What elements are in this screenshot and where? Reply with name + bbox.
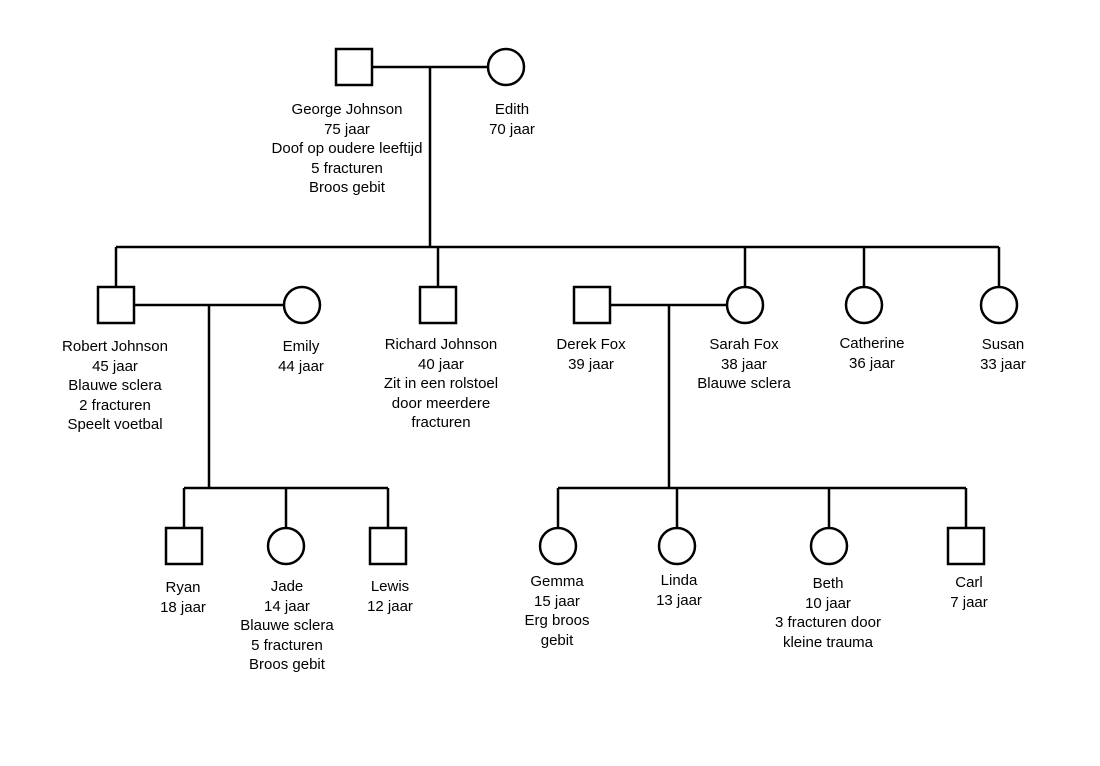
person-name: Derek Fox [556,336,626,353]
person-detail: 10 jaar [805,594,851,612]
person-detail: Zit in een rolstoel [383,375,499,392]
person-detail: Erg broos [524,612,590,629]
female-circle-susan [979,285,1019,325]
person-detail: Blauwe sclera [240,617,334,634]
person-detail: 12 jaar [367,597,413,615]
person-detail: 33 jaar [980,355,1026,373]
person-label-derek: Derek Fox 39 jaar [556,335,625,374]
person-name: Edith [494,101,530,118]
person-detail: Blauwe sclera [68,377,162,394]
person-detail: 18 jaar [160,598,206,616]
person-detail: 3 fracturen door [775,614,881,631]
person-detail: Blauwe sclera [697,375,791,392]
person-label-ryan: Ryan 18 jaar [160,578,206,617]
person-name: Richard Johnson [384,336,498,353]
person-name: Beth [812,575,844,592]
person-detail: 5 fracturen [311,159,383,177]
person-detail: 13 jaar [656,591,702,609]
relationship-lines [114,65,1001,528]
person-name: Gemma [530,573,584,590]
male-square-lewis [368,526,408,566]
person-detail: 44 jaar [278,357,324,375]
person-detail: 14 jaar [264,597,310,615]
person-name: George Johnson [291,101,403,118]
person-detail: 45 jaar [92,357,138,375]
person-name: Robert Johnson [62,338,168,355]
female-circle-gemma [538,526,578,566]
female-circle-edith [486,47,526,87]
person-detail: 5 fracturen [251,636,323,654]
male-square-richard [418,285,458,325]
person-label-catherine: Catherine 36 jaar [839,334,904,373]
female-circle-catherine [844,285,884,325]
person-name: Lewis [370,578,410,595]
person-label-carl: Carl 7 jaar [950,573,988,612]
person-detail: fracturen [411,414,471,431]
male-square-george [334,47,374,87]
person-label-linda: Linda 13 jaar [656,571,702,610]
female-circle-emily [282,285,322,325]
person-detail: 38 jaar [721,355,767,373]
female-circle-beth [809,526,849,566]
person-detail: 39 jaar [568,355,614,373]
person-symbols [96,47,1019,566]
person-label-beth: Beth 10 jaar 3 fracturen door kleine trauma [775,574,881,652]
person-name: Susan [981,336,1025,353]
male-square-carl [946,526,986,566]
person-label-emily: Emily 44 jaar [278,337,324,376]
person-detail: 40 jaar [418,355,464,373]
male-square-ryan [164,526,204,566]
person-detail: Doof op oudere leeftijd [271,140,423,157]
person-label-edith: Edith 70 jaar [489,100,535,139]
person-detail: Speelt voetbal [67,416,163,433]
person-label-susan: Susan 33 jaar [980,335,1026,374]
person-name: Carl [955,574,983,591]
person-name: Linda [660,572,698,589]
male-square-robert [96,285,136,325]
person-label-lewis: Lewis 12 jaar [367,577,413,616]
person-name: Jade [270,578,304,595]
female-circle-linda [657,526,697,566]
male-square-derek [572,285,612,325]
female-circle-jade [266,526,306,566]
person-detail: 2 fracturen [79,396,151,414]
person-name: Emily [282,338,320,355]
person-name: Sarah Fox [709,336,779,353]
person-name: Ryan [165,579,201,596]
person-name: Catherine [839,335,905,352]
person-detail: 7 jaar [950,593,988,611]
person-detail: gebit [540,631,574,649]
female-circle-sarah [725,285,765,325]
person-detail: 15 jaar [534,592,580,610]
person-detail: 70 jaar [489,120,535,138]
person-detail: Broos gebit [309,179,385,196]
person-detail: Broos gebit [249,656,325,673]
person-detail: 75 jaar [324,120,370,138]
person-detail: door meerdere [391,394,491,412]
person-detail: kleine trauma [782,633,874,651]
person-detail: 36 jaar [849,354,895,372]
